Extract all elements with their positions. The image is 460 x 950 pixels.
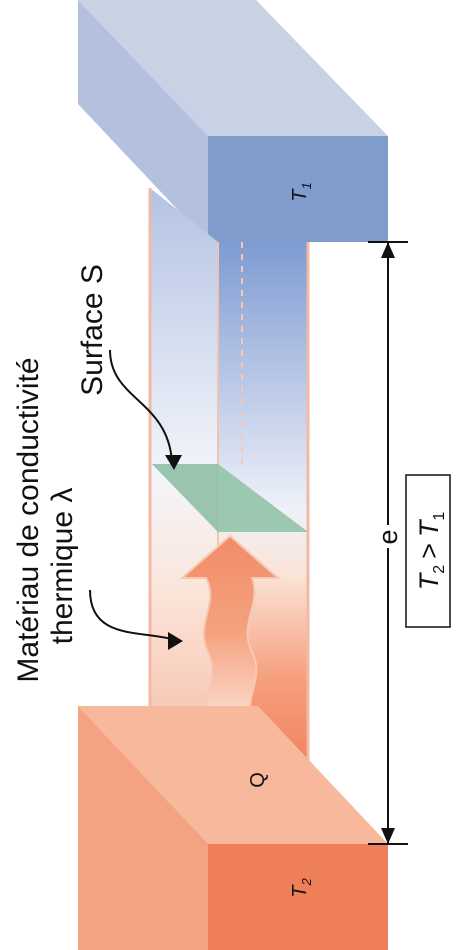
- cold-block-side-face: [78, 0, 208, 242]
- thickness-label: e: [373, 529, 403, 544]
- relation-text: T2>T1: [414, 512, 448, 591]
- hot-block: T2: [78, 706, 388, 950]
- hot-block-side-face: [78, 706, 208, 950]
- hot-block-top-face: [78, 706, 388, 844]
- surface-pointer-arrowhead: [165, 455, 182, 470]
- material-pointer: [89, 589, 177, 641]
- hot-block-front-face: [208, 844, 388, 950]
- cold-block-front-face: [208, 136, 388, 242]
- relation-box: [405, 474, 451, 628]
- surface-s-front: [218, 464, 308, 532]
- cold-block: T1: [78, 0, 388, 242]
- surface-label: Surface S: [76, 264, 109, 396]
- thickness-dimension: e: [368, 241, 408, 845]
- heat-flow-label: Q: [247, 772, 269, 788]
- hot-block-label: T2: [289, 878, 314, 898]
- material-pointer-arrowhead: [168, 632, 183, 650]
- temperature-relation: T2>T1: [405, 474, 451, 628]
- heat-flow-arrow: [179, 534, 281, 729]
- cold-block-top-face: [78, 0, 388, 136]
- cold-block-label: T1: [289, 182, 314, 201]
- surface-pointer: [109, 349, 173, 463]
- material-label-line2: thermique λ: [46, 488, 79, 645]
- material-label-line1: Matériau de conductivité: [12, 357, 45, 682]
